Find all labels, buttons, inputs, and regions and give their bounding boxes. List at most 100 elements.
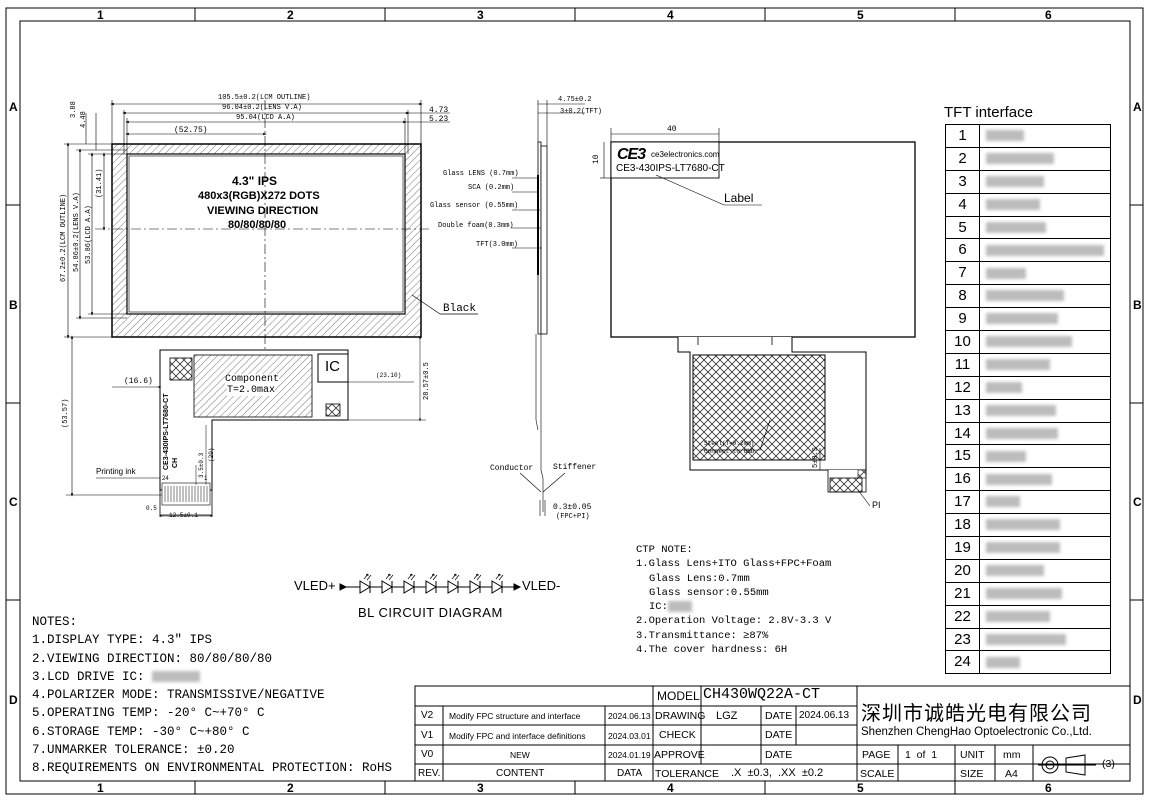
row-label-left-b: B <box>9 298 18 312</box>
tft-pin-name-redacted <box>980 539 1060 557</box>
steel-gnd-note: Connect to GND <box>704 448 755 455</box>
drawing-by: LGZ <box>716 710 738 722</box>
tft-pin-row: 9 <box>946 307 1110 331</box>
tft-pin-row: 5 <box>946 215 1110 239</box>
col-label-bottom-6: 6 <box>1045 781 1052 795</box>
model-number: CH430WQ22A-CT <box>703 686 821 703</box>
rev-v0-label: V0 <box>421 749 434 760</box>
col-label-bottom-1: 1 <box>97 781 104 795</box>
check-date-label: DATE <box>765 729 793 741</box>
vled-minus-arrow <box>513 583 522 591</box>
col-label-bottom-5: 5 <box>857 781 864 795</box>
row-label-left-d: D <box>9 693 18 707</box>
tft-pin-number: 18 <box>946 514 980 537</box>
dim-52-75: (52.75) <box>174 126 208 135</box>
tft-pin-number: 2 <box>946 147 980 170</box>
component-thickness: T=2.0max <box>227 385 276 396</box>
component-callout: Component <box>225 374 280 385</box>
tft-pin-name-redacted <box>980 653 1020 671</box>
tft-pin-number: 19 <box>946 537 980 559</box>
tft-pin-name-redacted <box>980 310 1058 328</box>
led-diode-icon <box>381 580 393 594</box>
check-label: CHECK <box>659 729 696 741</box>
led-diode-icon <box>403 580 415 594</box>
viewing-direction-text: VIEWING DIRECTION <box>207 205 319 217</box>
tft-pin-name-redacted <box>980 287 1064 305</box>
notes-title: NOTES: <box>32 615 78 629</box>
rev-v2-date: 2024.06.13 <box>608 711 651 721</box>
col-label-bottom-4: 4 <box>667 781 674 795</box>
stiffener-callout: Stiffener <box>553 463 597 472</box>
tft-pin-name-redacted <box>980 608 1050 626</box>
tft-pin-row: 4 <box>946 192 1110 216</box>
notes-block: NOTES: 1.DISPLAY TYPE: 4.3" IPS 2.VIEWIN… <box>32 613 392 778</box>
tft-pin-row: 21 <box>946 581 1110 605</box>
tft-pin-row: 17 <box>946 490 1110 514</box>
tft-pin-row: 18 <box>946 513 1110 537</box>
pin-1-marker: 1 <box>204 476 208 482</box>
ctp-note-voltage: 2.Operation Voltage: 2.8V-3.3 V <box>636 615 832 628</box>
rev-v1-label: V1 <box>421 730 434 741</box>
row-label-right-c: C <box>1133 495 1142 509</box>
dim-16-6: (16.6) <box>124 377 153 386</box>
col-label-top-1: 1 <box>97 8 104 22</box>
tft-pin-name-redacted <box>980 241 1104 259</box>
dim-5-23: 5.23 <box>429 115 449 124</box>
tft-pin-number: 9 <box>946 308 980 331</box>
tft-pin-number: 6 <box>946 239 980 262</box>
col-label-top-5: 5 <box>857 8 864 22</box>
fpc-thickness: 0.3±0.05 <box>553 503 592 512</box>
label-part-number: CE3-430IPS-LT7680-CT <box>616 163 725 174</box>
tft-pin-number: 21 <box>946 582 980 605</box>
tft-pin-number: 23 <box>946 628 980 651</box>
tft-pin-row: 10 <box>946 330 1110 353</box>
ctp-note: CTP NOTE: 1.Glass Lens+ITO Glass+FPC+Foa… <box>636 543 831 657</box>
rev-v1-content: Modify FPC and interface definitions <box>449 731 586 741</box>
approve-label: APPROVE <box>654 749 705 761</box>
dim-outline-width: 105.5±0.2(LCM OUTLINE) <box>218 94 311 102</box>
tft-pin-row: 12 <box>946 375 1110 399</box>
rev-v0-content: NEW <box>510 750 530 760</box>
ctp-note-ic: IC: <box>636 600 831 614</box>
tft-pin-row: 1 <box>946 125 1110 147</box>
tft-pin-name-redacted <box>980 150 1054 168</box>
tft-pin-name-redacted <box>980 516 1060 534</box>
tft-pin-name-redacted <box>980 402 1056 420</box>
dim-23-10: (23.10) <box>376 372 402 379</box>
tft-pin-name-redacted <box>980 219 1046 237</box>
pi-callout: PI <box>872 500 881 510</box>
vled-minus-label: VLED- <box>522 578 561 593</box>
ctp-note-1: 1.Glass Lens+ITO Glass+FPC+Foam <box>636 558 832 571</box>
ctp-note-ic-label: IC: <box>649 601 668 614</box>
sca-callout: SCA (0.2mm) <box>468 184 515 192</box>
tft-pin-name-redacted <box>980 196 1040 214</box>
tft-pin-number: 5 <box>946 216 980 239</box>
note-storage-temp: 6.STORAGE TEMP: -30° C~+80° C <box>32 724 250 739</box>
note-operating-temp: 5.OPERATING TEMP: -20° C~+70° C <box>32 706 265 721</box>
drawing-date: 2024.06.13 <box>799 710 850 721</box>
led-emission-arrows <box>495 573 504 581</box>
tft-pin-row: 24 <box>946 650 1110 674</box>
col-label-bottom-2: 2 <box>287 781 294 795</box>
content-header: CONTENT <box>496 768 545 779</box>
unit-value: mm <box>1003 749 1021 761</box>
tft-pin-name-redacted <box>980 470 1052 488</box>
rev-header: REV. <box>418 768 441 779</box>
rev-v1-date: 2024.03.01 <box>608 731 651 741</box>
tft-pin-name-redacted <box>980 264 1026 282</box>
led-diode-icon <box>447 580 459 594</box>
ctp-note-hardness: 4.The cover hardness: 6H <box>636 644 788 657</box>
dim-lens-va-width: 96.04±0.2(LENS V.A) <box>222 104 302 112</box>
tft-pin-row: 3 <box>946 169 1110 193</box>
row-label-right-a: A <box>1133 100 1142 114</box>
pin-24-marker: 24 <box>162 476 169 482</box>
col-label-top-3: 3 <box>477 8 484 22</box>
label-callout: Label <box>724 191 754 205</box>
tft-pin-number: 16 <box>946 468 980 491</box>
ctp-note-2: Glass Lens:0.7mm <box>649 572 750 585</box>
tft-pin-row: 11 <box>946 352 1110 376</box>
tft-pin-row: 15 <box>946 444 1110 468</box>
tft-pin-number: 10 <box>946 331 980 353</box>
